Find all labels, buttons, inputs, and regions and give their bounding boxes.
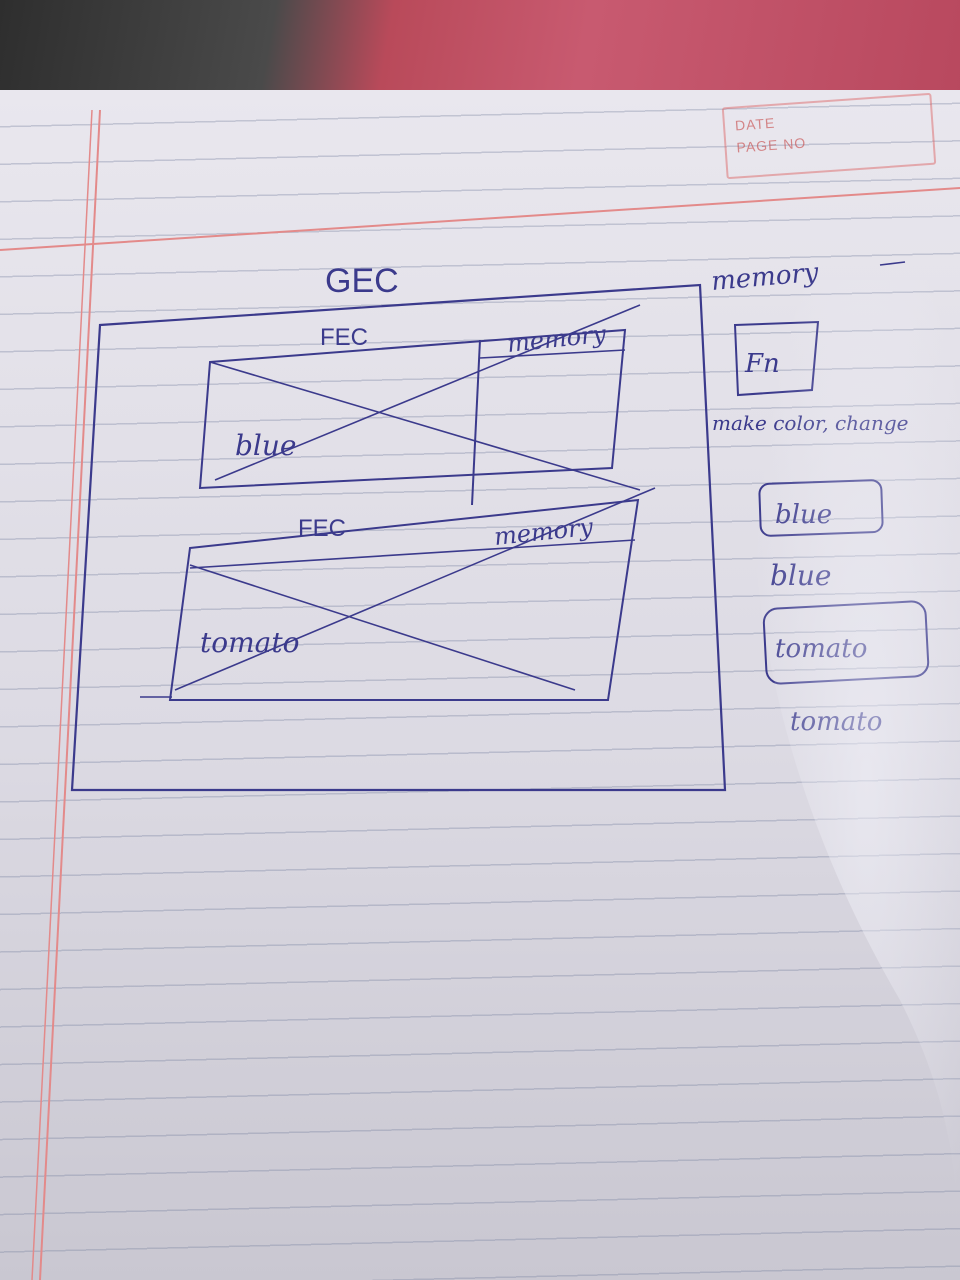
- gec-label: GEC: [325, 262, 399, 300]
- memory-bottom-label: memory: [493, 513, 595, 551]
- gec-outer-box: [70, 283, 727, 792]
- side-dash: [879, 261, 906, 266]
- fec-top-cross-2: [214, 304, 641, 481]
- side-memory-label: memory: [710, 258, 820, 297]
- fec-top-box: [198, 328, 627, 490]
- side-blue-box-label: blue: [775, 500, 832, 530]
- fec-bottom-label: FEC: [298, 515, 346, 542]
- fec-top-label: FEC: [320, 324, 368, 351]
- fec-bottom-divider: [189, 539, 636, 569]
- memory-top-divider: [479, 349, 626, 359]
- margin-line-vertical: [39, 109, 101, 1280]
- side-note-label: make color, change: [712, 411, 908, 435]
- margin-line-vertical-2: [31, 109, 93, 1280]
- blue-label: blue: [235, 429, 296, 462]
- fec-bottom-cross-2: [174, 487, 656, 691]
- fec-top-cross-1: [209, 361, 641, 491]
- side-tomato-label: tomato: [790, 707, 882, 737]
- margin-line-horizontal: [0, 187, 960, 251]
- fec-bottom-box: [168, 498, 640, 701]
- fec-bottom-cross-1: [189, 564, 576, 691]
- side-tomato-box-label: tomato: [775, 634, 867, 664]
- tomato-label: tomato: [200, 626, 299, 659]
- fec-top-divider: [471, 339, 481, 506]
- side-blue-label: blue: [770, 559, 831, 592]
- fn-label: Fn: [744, 349, 780, 379]
